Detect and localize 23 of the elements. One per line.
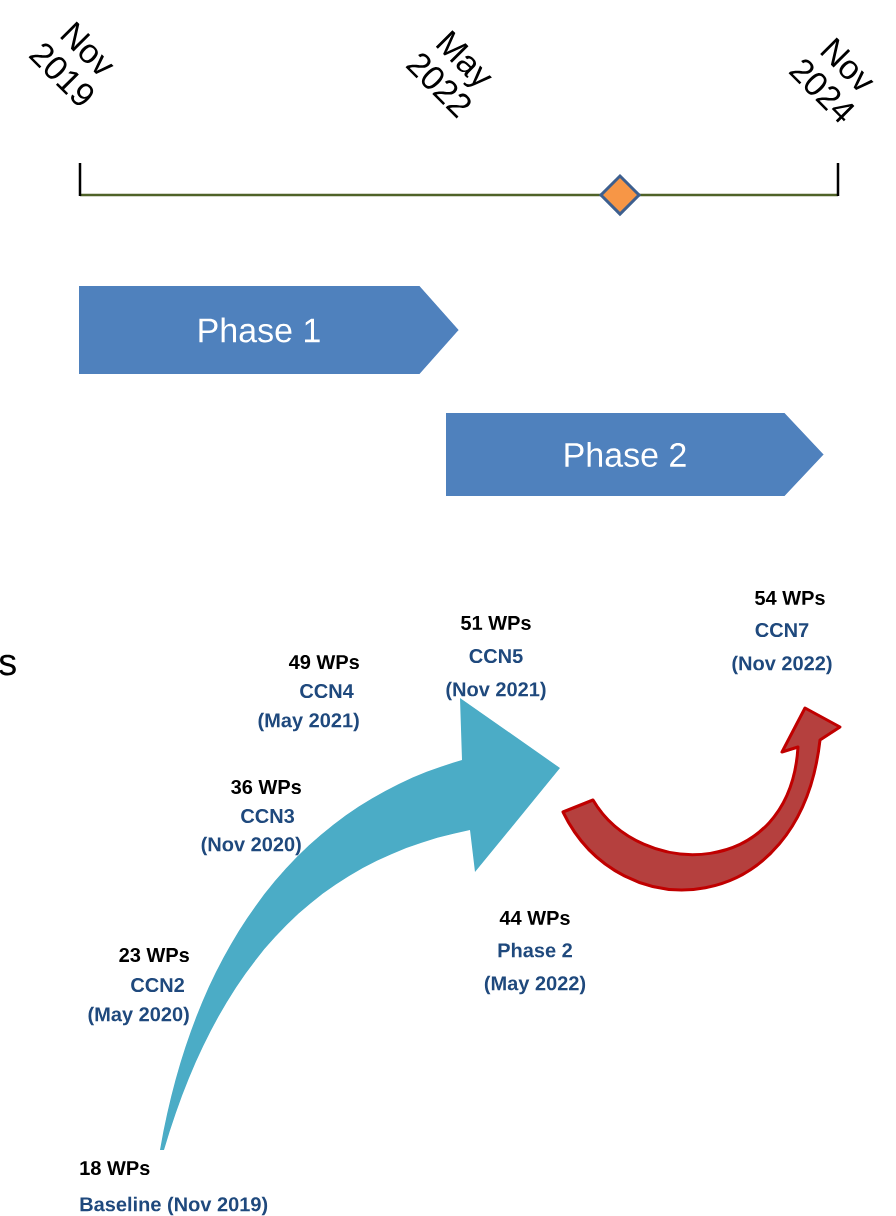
- milestone-label: (Nov 2020): [201, 836, 301, 856]
- milestone-label: CCN4: [300, 683, 354, 699]
- milestone-label: CCN2: [131, 977, 184, 993]
- milestone-label: CCN5: [469, 648, 523, 664]
- milestone-label: Baseline (Nov 2019): [80, 1196, 268, 1216]
- milestone-label: 44 WPs: [499, 911, 570, 925]
- milestone-label: (May 2020): [88, 1006, 189, 1026]
- milestone-label: 18 WPs: [80, 1160, 150, 1176]
- milestone-label: 23 WPs: [119, 947, 189, 963]
- milestone-label: (Nov 2021): [446, 681, 546, 701]
- phase-chevron: Phase 1: [77, 284, 462, 376]
- milestone-label: CCN7: [755, 622, 809, 638]
- milestone-label: CCN3: [241, 808, 295, 824]
- milestone-label: 36 WPs: [231, 779, 301, 795]
- milestone-label: (Nov 2022): [732, 655, 832, 675]
- milestone-label: 54 WPs: [755, 591, 825, 605]
- text-fragment: s: [0, 654, 16, 676]
- milestone-label: 49 WPs: [288, 654, 359, 670]
- milestone-label: 51 WPs: [461, 616, 531, 630]
- milestone-label: (May 2021): [258, 712, 359, 732]
- phase-chevron: Phase 2: [444, 411, 827, 498]
- milestone-label: Phase 2: [498, 942, 572, 958]
- milestone-label: (May 2022): [484, 975, 586, 995]
